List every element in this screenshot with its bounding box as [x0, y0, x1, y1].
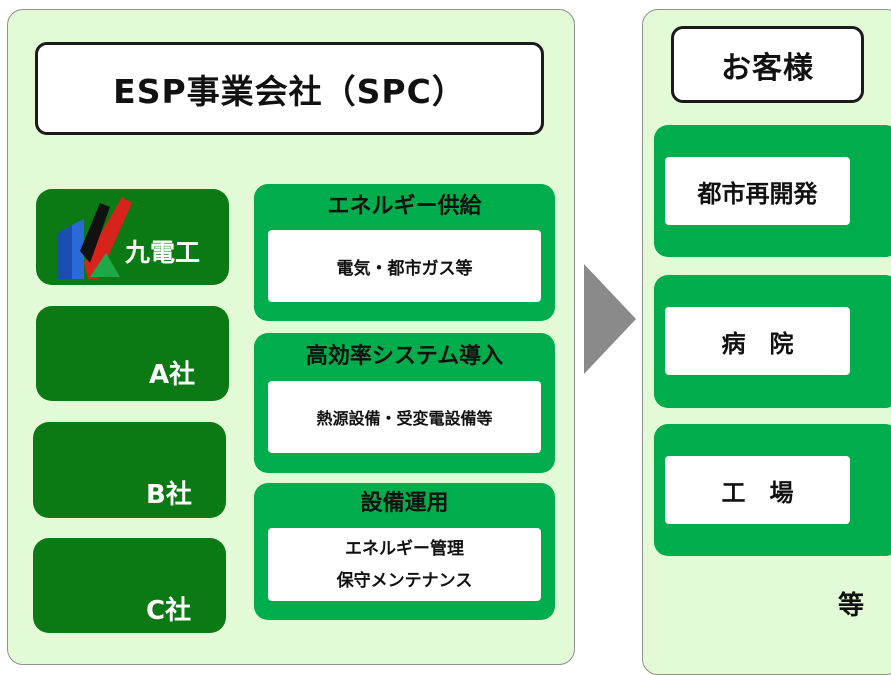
company-box-b: B社 — [33, 422, 226, 518]
customer-label-hospital: 病 院 — [665, 307, 850, 375]
esp-company-title: ESP事業会社（SPC） — [35, 42, 544, 135]
customer-box-hospital: 病 院 — [654, 275, 891, 408]
service-detail-operation: エネルギー管理 保守メンテナンス — [268, 528, 541, 601]
customer-box-urban-redevelopment: 都市再開発 — [654, 125, 891, 257]
service-line: 電気・都市ガス等 — [336, 258, 473, 279]
company-label-b: B社 — [146, 480, 192, 510]
customer-box-factory: 工 場 — [654, 424, 891, 556]
service-header-energy-supply: エネルギー供給 — [327, 194, 482, 219]
company-box-a: A社 — [36, 306, 229, 401]
customer-text: 工 場 — [721, 478, 794, 507]
service-detail-efficient-system: 熱源設備・受変電設備等 — [268, 381, 541, 453]
etc-label: 等 — [838, 591, 865, 621]
customer-label-factory: 工 場 — [665, 456, 850, 524]
company-box-c: C社 — [33, 538, 226, 633]
service-line: 熱源設備・受変電設備等 — [316, 409, 493, 428]
kyudenko-logo-icon — [58, 197, 132, 279]
service-line: 保守メンテナンス — [336, 570, 473, 591]
service-header-operation: 設備運用 — [360, 491, 449, 516]
customer-title: お客様 — [671, 26, 864, 103]
right-arrow-icon — [584, 264, 636, 374]
service-box-energy-supply: エネルギー供給 電気・都市ガス等 — [254, 184, 555, 321]
company-label-a: A社 — [149, 360, 196, 390]
company-label-kyudenko: 九電工 — [125, 238, 201, 267]
customer-text: 都市再開発 — [697, 179, 818, 208]
company-label-c: C社 — [146, 596, 192, 626]
service-box-operation: 設備運用 エネルギー管理 保守メンテナンス — [254, 483, 555, 620]
customer-label-urban-redevelopment: 都市再開発 — [665, 157, 850, 225]
customer-text: 病 院 — [721, 329, 794, 358]
service-box-efficient-system: 高効率システム導入 熱源設備・受変電設備等 — [254, 333, 555, 473]
service-line: エネルギー管理 — [345, 538, 464, 559]
company-box-kyudenko: 九電工 — [36, 189, 229, 285]
service-detail-energy-supply: 電気・都市ガス等 — [268, 230, 541, 302]
service-header-efficient-system: 高効率システム導入 — [305, 344, 504, 369]
